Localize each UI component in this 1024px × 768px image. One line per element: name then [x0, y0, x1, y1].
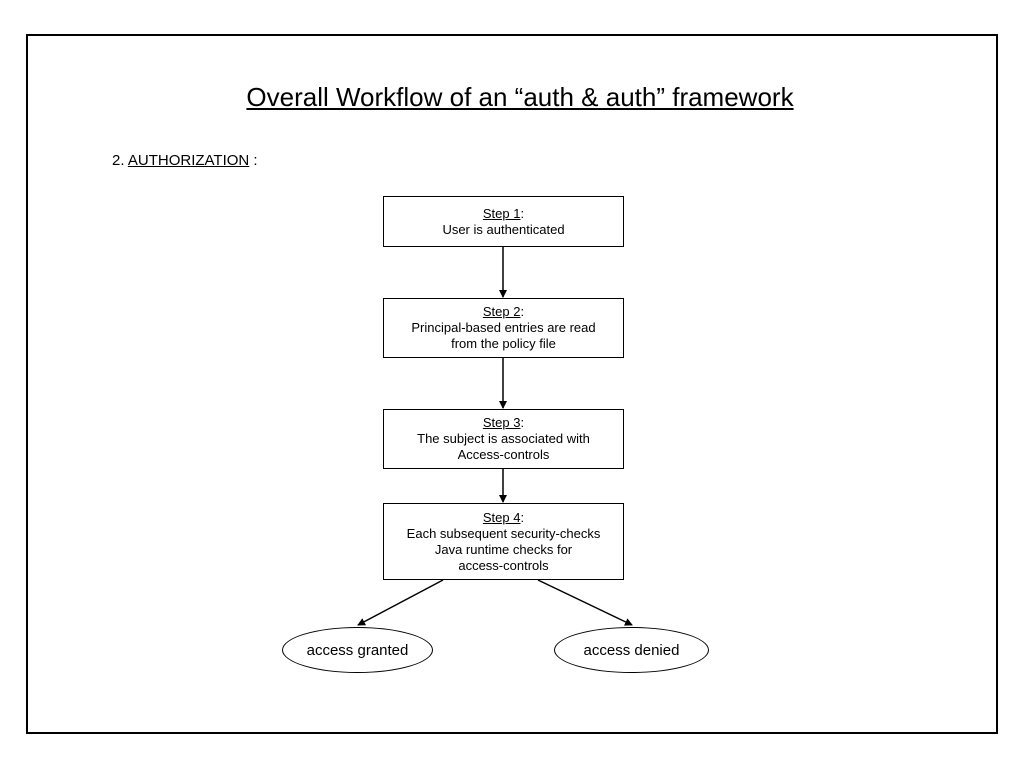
step-3-box: Step 3: The subject is associated with A…	[383, 409, 624, 469]
step-3-heading: Step 3:	[482, 415, 525, 430]
slide-frame	[26, 34, 998, 734]
page-title: Overall Workflow of an “auth & auth” fra…	[246, 82, 794, 112]
section-suffix: :	[253, 152, 258, 169]
step-4-text-line-3: access-controls	[458, 557, 549, 573]
step-2-text-line-1: Principal-based entries are read	[411, 320, 596, 335]
step-2-box: Step 2: Principal-based entries are read…	[383, 298, 624, 358]
step-4-text-line-2: Java runtime checks for	[434, 541, 573, 557]
section-label: AUTHORIZATION	[127, 152, 250, 169]
outcome-access-denied: access denied	[554, 627, 709, 673]
section-heading: 2. AUTHORIZATION :	[112, 152, 258, 169]
step-1-heading: Step 1:	[482, 205, 525, 221]
step-3-text-line-2: Access-controls	[457, 447, 550, 462]
step-4-text-line-1: Each subsequent security-checks	[406, 525, 601, 541]
section-number: 2.	[112, 152, 125, 169]
step-1-box: Step 1: User is authenticated	[383, 196, 624, 247]
step-4-heading: Step 4:	[482, 509, 525, 525]
step-2-heading: Step 2:	[482, 304, 525, 319]
outcome-access-granted: access granted	[282, 627, 433, 673]
step-2-text-line-2: from the policy file	[451, 336, 556, 351]
step-4-box: Step 4: Each subsequent security-checks …	[383, 503, 624, 580]
step-3-text-line-1: The subject is associated with	[417, 431, 590, 446]
step-1-text: User is authenticated	[442, 221, 565, 237]
